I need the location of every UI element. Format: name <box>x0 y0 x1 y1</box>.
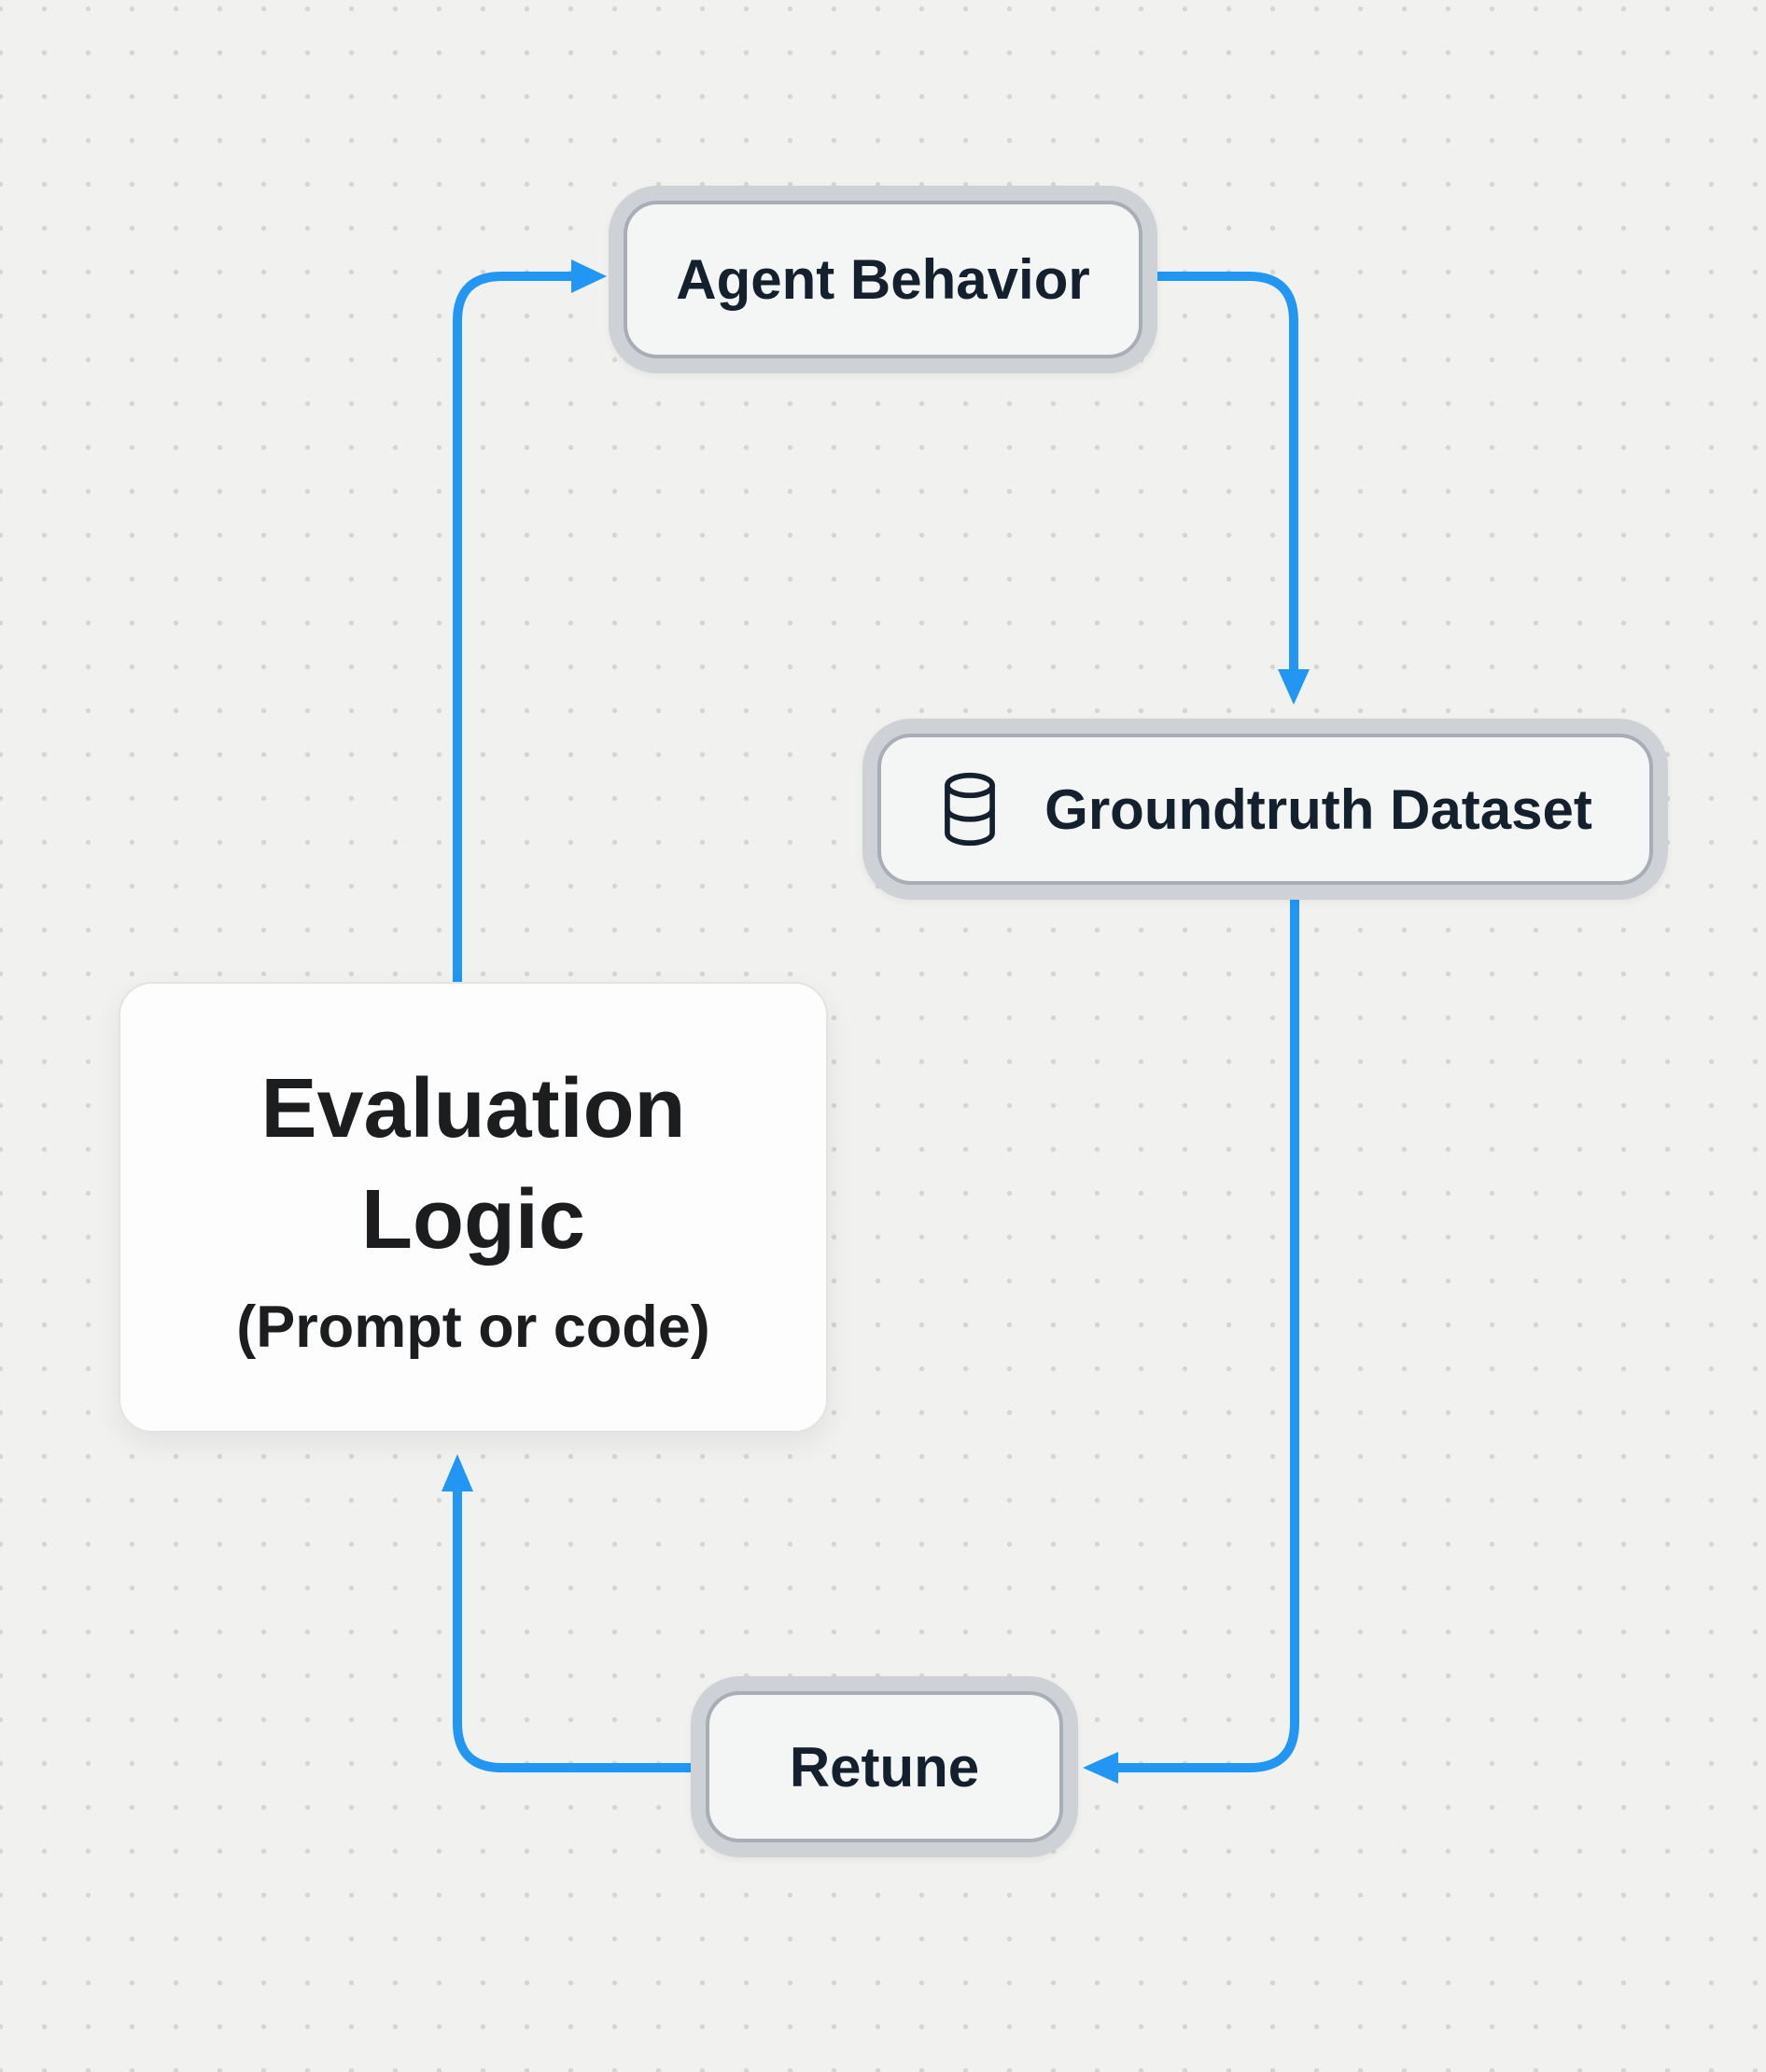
node-agent-behavior: Agent Behavior <box>609 186 1157 373</box>
node-evaluation-logic: Evaluation Logic (Prompt or code) <box>119 982 828 1433</box>
edge-agent-to-groundtruth <box>1157 272 1298 671</box>
node-retune-label: Retune <box>789 1735 980 1799</box>
evaluation-logic-title-line1: Evaluation <box>260 1061 686 1155</box>
node-groundtruth-dataset-body: Groundtruth Dataset <box>877 734 1653 885</box>
arrowhead-down-icon <box>1278 669 1310 705</box>
node-retune: Retune <box>691 1676 1078 1857</box>
node-agent-behavior-label: Agent Behavior <box>676 248 1090 311</box>
database-icon <box>945 772 996 847</box>
evaluation-logic-title-line2: Logic <box>361 1172 585 1267</box>
evaluation-logic-subtitle: (Prompt or code) <box>236 1294 710 1360</box>
node-groundtruth-dataset-label: Groundtruth Dataset <box>1044 777 1592 841</box>
node-retune-body: Retune <box>706 1691 1063 1842</box>
edge-evaluation-to-agent <box>453 272 571 982</box>
edge-groundtruth-to-retune <box>1118 899 1299 1772</box>
edge-retune-to-evaluation <box>453 1491 691 1772</box>
node-groundtruth-dataset: Groundtruth Dataset <box>862 719 1668 900</box>
arrowhead-up-icon <box>442 1454 473 1491</box>
node-agent-behavior-body: Agent Behavior <box>624 201 1142 358</box>
arrowhead-right-icon <box>571 259 607 293</box>
arrowhead-left-icon <box>1083 1752 1118 1784</box>
